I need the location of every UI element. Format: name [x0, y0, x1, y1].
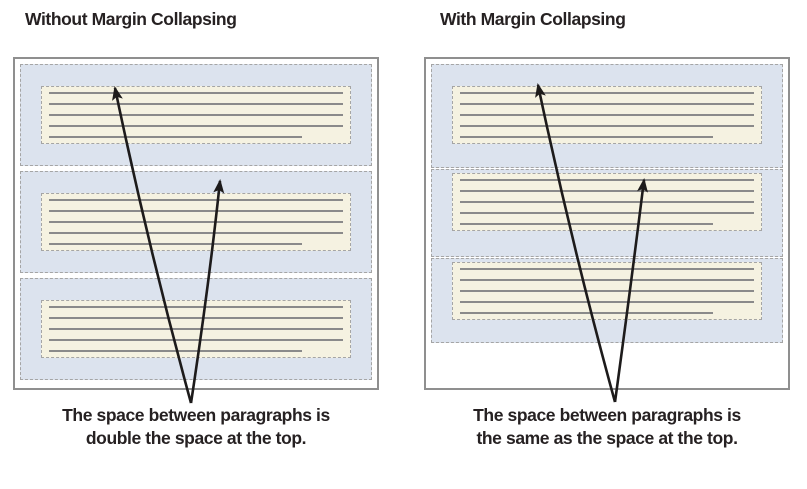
text-line	[460, 136, 713, 138]
text-line	[49, 221, 343, 223]
panel-title-without: Without Margin Collapsing	[25, 9, 237, 29]
text-line	[49, 199, 343, 201]
text-line	[49, 210, 343, 212]
margin-box	[20, 64, 372, 166]
paragraph-box	[41, 300, 351, 358]
text-line	[49, 103, 343, 105]
text-line	[460, 103, 754, 105]
margin-box	[20, 278, 372, 380]
caption-without-line1: The space between paragraphs is	[62, 405, 330, 425]
text-line	[49, 92, 343, 94]
text-line	[49, 232, 343, 234]
paragraph-box	[41, 193, 351, 251]
text-line	[49, 339, 343, 341]
margin-box	[431, 169, 783, 257]
paragraph-box	[41, 86, 351, 144]
text-line	[460, 201, 754, 203]
text-line	[460, 179, 754, 181]
text-line	[460, 190, 754, 192]
text-line	[49, 125, 343, 127]
panel-title-with: With Margin Collapsing	[440, 9, 626, 29]
text-line	[460, 268, 754, 270]
text-line	[460, 212, 754, 214]
panel-without-margin-collapsing: Without Margin Collapsing The space betw…	[13, 0, 379, 489]
text-line	[49, 136, 302, 138]
text-line	[49, 328, 343, 330]
margin-box	[431, 258, 783, 343]
text-line	[460, 290, 754, 292]
paragraph-box	[452, 86, 762, 144]
text-line	[49, 350, 302, 352]
caption-without: The space between paragraphs is double t…	[13, 404, 379, 450]
text-line	[460, 125, 754, 127]
text-line	[460, 312, 713, 314]
text-line	[49, 306, 343, 308]
paragraph-box	[452, 173, 762, 231]
document-box-without	[13, 57, 379, 390]
text-line	[49, 114, 343, 116]
paragraph-box	[452, 262, 762, 320]
text-line	[49, 243, 302, 245]
text-line	[460, 279, 754, 281]
caption-with-line2: the same as the space at the top.	[476, 428, 738, 448]
caption-with-line1: The space between paragraphs is	[473, 405, 741, 425]
margin-box	[20, 171, 372, 273]
margin-box	[431, 64, 783, 168]
text-line	[460, 92, 754, 94]
caption-with: The space between paragraphs is the same…	[424, 404, 790, 450]
text-line	[460, 114, 754, 116]
panel-with-margin-collapsing: With Margin Collapsing The space between…	[424, 0, 790, 489]
document-box-with	[424, 57, 790, 390]
text-line	[460, 223, 713, 225]
text-line	[49, 317, 343, 319]
caption-without-line2: double the space at the top.	[85, 428, 307, 448]
text-line	[460, 301, 754, 303]
